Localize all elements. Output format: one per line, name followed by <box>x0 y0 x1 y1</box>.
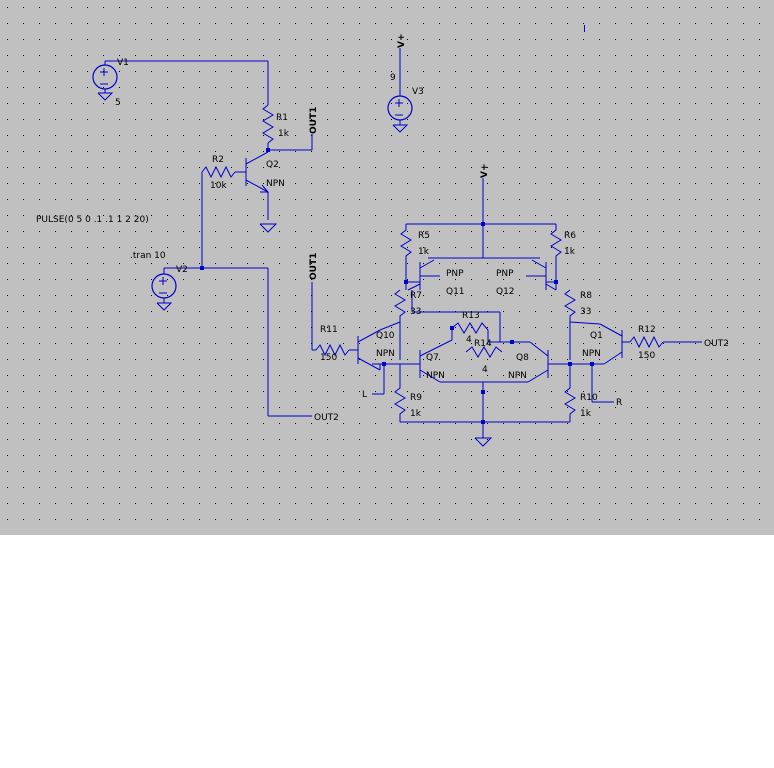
q7-name: Q7 <box>426 353 439 363</box>
net-label-vplus-mid: V+ <box>480 163 490 178</box>
q7-type: NPN <box>426 371 445 381</box>
output-stage <box>311 178 702 447</box>
resistor-r11[interactable] <box>315 343 350 357</box>
resistor-r12[interactable] <box>629 335 664 349</box>
r1-name: R1 <box>276 113 288 123</box>
schematic-canvas[interactable]: PULSE(0 5 0 .1 .1 1 2 20) .tran 10 V1 5 … <box>0 0 774 535</box>
v3-value: 9 <box>390 73 396 83</box>
r9-name: R9 <box>410 393 422 403</box>
r13-name: R13 <box>462 311 480 321</box>
resistor-r14[interactable] <box>465 346 503 358</box>
q8-type: NPN <box>508 371 527 381</box>
r6-name: R6 <box>564 231 576 241</box>
r7-name: R7 <box>410 291 422 301</box>
r12-value: 150 <box>638 351 655 361</box>
transistor-q7[interactable] <box>419 350 441 383</box>
r2-name: R2 <box>212 155 224 165</box>
net-label-out2-bottom: OUT2 <box>314 413 339 423</box>
net-label-out1-top: OUT1 <box>309 107 319 134</box>
r10-name: R10 <box>580 393 598 403</box>
grid-dots <box>0 0 774 535</box>
resistor-r5[interactable] <box>400 224 412 262</box>
r8-value: 33 <box>580 307 591 317</box>
source-v2[interactable] <box>151 268 177 311</box>
v2-name: V2 <box>176 265 188 275</box>
r1-value: 1k <box>278 129 290 139</box>
r14-value: 4 <box>482 365 488 375</box>
transistor-q1[interactable] <box>599 323 623 365</box>
resistor-r2[interactable] <box>201 165 236 179</box>
r5-name: R5 <box>418 231 430 241</box>
q2-type: NPN <box>266 179 285 189</box>
r13-value: 4 <box>466 335 472 345</box>
net-label-vplus-top: V+ <box>397 33 407 48</box>
transistor-q11[interactable] <box>407 259 440 291</box>
r8-name: R8 <box>580 291 592 301</box>
resistor-r1[interactable] <box>262 104 274 144</box>
q11-type: PNP <box>446 269 464 279</box>
pulse-directive[interactable]: PULSE(0 5 0 .1 .1 1 2 20) <box>36 215 149 225</box>
q12-name: Q12 <box>496 287 515 297</box>
r11-name: R11 <box>320 325 338 335</box>
r11-value: 150 <box>320 353 337 363</box>
tran-directive[interactable]: .tran 10 <box>130 251 166 261</box>
transistor-q12[interactable] <box>526 259 557 291</box>
r2-value: 10k <box>210 181 227 191</box>
q8-name: Q8 <box>516 353 529 363</box>
text-cursor-icon: I <box>583 24 586 35</box>
q12-type: PNP <box>496 269 514 279</box>
r9-value: 1k <box>410 409 422 419</box>
v3-name: V3 <box>412 87 424 97</box>
r10-value: 1k <box>580 409 592 419</box>
net-label-r: R <box>616 398 622 408</box>
resistor-r7[interactable] <box>394 289 406 322</box>
r7-value: 33 <box>410 307 421 317</box>
input-stage <box>92 60 313 417</box>
resistor-r13[interactable] <box>451 322 489 334</box>
r5-value: 1k <box>418 247 430 257</box>
r14-name: R14 <box>474 339 492 349</box>
q10-type: NPN <box>376 349 395 359</box>
schematic-drawing: PULSE(0 5 0 .1 .1 1 2 20) .tran 10 V1 5 … <box>0 0 774 535</box>
net-label-out2-right: OUT2 <box>704 339 729 349</box>
source-v1[interactable] <box>92 61 118 101</box>
net-label-l: L <box>362 390 367 400</box>
resistor-r9[interactable] <box>394 364 406 422</box>
r12-name: R12 <box>638 325 656 335</box>
q2-name: Q2 <box>266 160 279 170</box>
q1-name: Q1 <box>590 331 603 341</box>
q11-name: Q11 <box>446 287 465 297</box>
q10-name: Q10 <box>376 331 395 341</box>
q1-type: NPN <box>582 349 601 359</box>
source-v3[interactable] <box>387 48 413 133</box>
resistor-r8[interactable] <box>564 289 576 322</box>
v1-name: V1 <box>117 58 129 68</box>
v1-value: 5 <box>115 98 121 108</box>
resistor-r10[interactable] <box>564 364 576 422</box>
r6-value: 1k <box>564 247 576 257</box>
resistor-r6[interactable] <box>550 224 562 262</box>
net-label-out1-left: OUT1 <box>309 253 319 280</box>
